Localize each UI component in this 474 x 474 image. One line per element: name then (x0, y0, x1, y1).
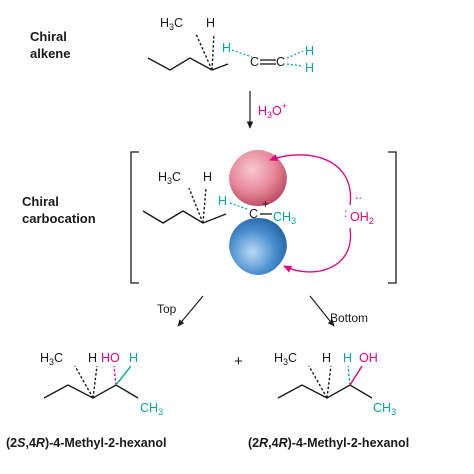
water-molecule: OH2 (350, 210, 374, 226)
plus-sign: + (234, 353, 243, 370)
alkene-c2: C (276, 55, 285, 69)
left-green-h: H (129, 351, 138, 365)
bottom-path-arrow (309, 295, 335, 327)
cation-green-h: H (218, 194, 227, 208)
product-right-structure: H3C H H OH CH3 (274, 351, 396, 417)
p-orbital-top-lobe (229, 150, 287, 206)
water-lone-pair-top: .. (355, 188, 362, 202)
bottom-attack-arrow (283, 227, 352, 273)
chiral-carbocation-label-line1: Chiral (22, 194, 59, 209)
product-right-name: (2R,4R)-4-Methyl-2-hexanol (248, 436, 410, 450)
right-bracket (388, 151, 397, 284)
left-methyl: H3C (40, 351, 63, 367)
chiral-alkene-label: Chiral alkene (30, 28, 70, 62)
left-bracket (130, 151, 139, 284)
right-methyl: H3C (274, 351, 297, 367)
right-h: H (322, 351, 331, 365)
cation-charge: + (262, 197, 269, 211)
chiral-carbocation-label: Chiral carbocation (22, 193, 96, 227)
alkene-terminal-h2: H (305, 61, 314, 75)
alkene-terminal-h1: H (305, 44, 314, 58)
alkene-c1: C (250, 55, 259, 69)
water-lone-pair-left: : (344, 206, 347, 220)
cation-h: H (203, 170, 212, 184)
top-attack-arrow (269, 154, 352, 206)
alkene-methyl: H3C (160, 16, 183, 32)
cation-ch3: CH3 (273, 210, 296, 226)
cation-methyl: H3C (158, 170, 181, 186)
alkene-structure: H3C H H C C H H (147, 16, 314, 75)
left-h: H (88, 351, 97, 365)
left-ch3: CH3 (140, 401, 163, 417)
alkene-h: H (206, 16, 215, 30)
right-green-h: H (343, 351, 352, 365)
right-ch3: CH3 (373, 401, 396, 417)
product-left-name: (2S,4R)-4-Methyl-2-hexanol (6, 436, 167, 450)
alkene-vinyl-h: H (222, 41, 231, 55)
top-path-label: Top (157, 302, 177, 316)
chiral-alkene-label-line2: alkene (30, 46, 71, 61)
bottom-path-label: Bottom (330, 311, 368, 325)
top-path-arrow (177, 295, 204, 327)
chiral-carbocation-label-line2: carbocation (22, 211, 96, 226)
carbocation-structure: H3C H H C + CH3 (142, 150, 296, 275)
product-left-structure: H3C H HO H CH3 (40, 351, 163, 417)
left-hydroxyl: HO (101, 351, 120, 365)
right-hydroxyl: OH (359, 351, 378, 365)
cation-carbon: C (249, 207, 258, 221)
chiral-alkene-label-line1: Chiral (30, 29, 67, 44)
reagent-label: H3O+ (258, 101, 287, 120)
p-orbital-bottom-lobe (229, 218, 287, 275)
